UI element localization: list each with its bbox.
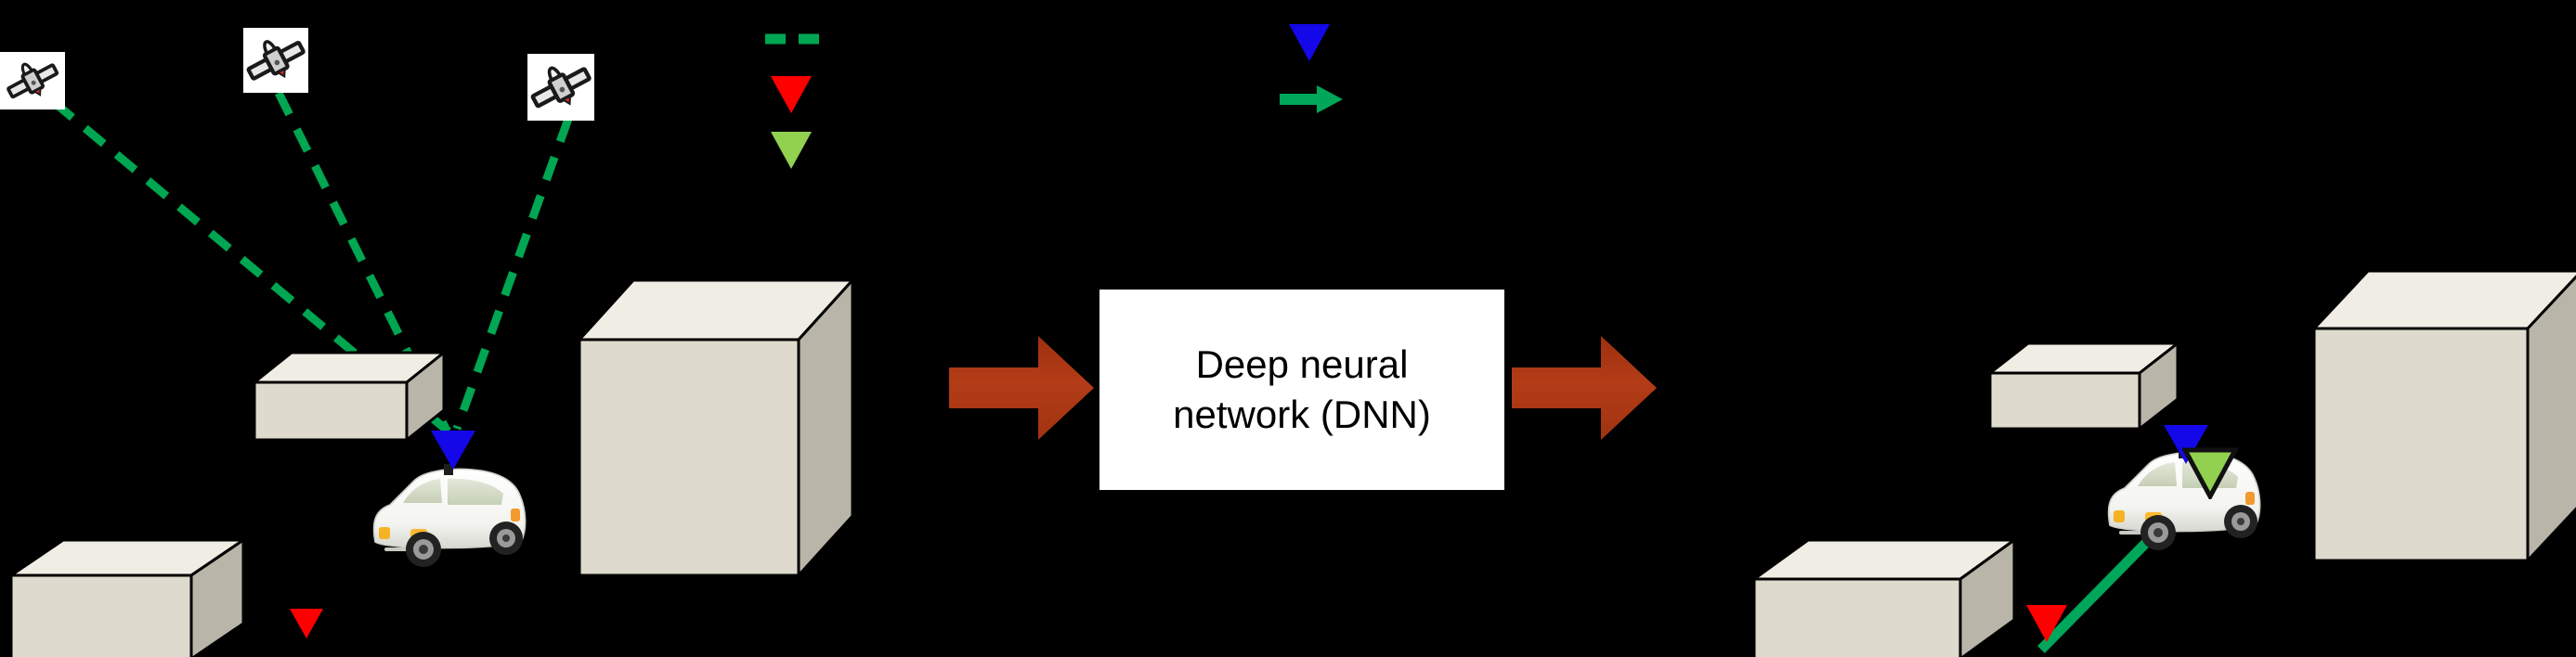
dnn-process-box: Deep neural network (DNN) bbox=[1098, 288, 1506, 492]
building-tall-right-out bbox=[2310, 260, 2576, 585]
marker-red-measured-position-right bbox=[2024, 603, 2069, 649]
building-low-left-out bbox=[1750, 518, 2020, 657]
vehicle-left bbox=[362, 453, 539, 573]
legend-dashed-green-line-icon bbox=[763, 32, 828, 46]
legend-yellowgreen-down-triangle-icon bbox=[769, 130, 813, 171]
satellite-icon-3 bbox=[527, 54, 594, 121]
marker-red-measured-position-left bbox=[288, 607, 325, 645]
marker-yellowgreen-corrected-position-right bbox=[2180, 447, 2240, 504]
arrow-into-dnn bbox=[949, 336, 1094, 440]
legend-blue-down-triangle-icon bbox=[1287, 22, 1332, 63]
legend-green-right-arrow-icon bbox=[1280, 84, 1345, 115]
building-mid-low-out bbox=[1985, 332, 2182, 434]
legend-red-down-triangle-icon bbox=[769, 74, 813, 115]
arrow-out-of-dnn bbox=[1512, 336, 1657, 440]
building-mid-low bbox=[250, 343, 449, 445]
marker-blue-true-position-left bbox=[429, 429, 477, 476]
marker-blue-true-position-right bbox=[2162, 423, 2210, 470]
building-low-left bbox=[7, 520, 251, 657]
building-tall-right bbox=[576, 267, 864, 583]
dnn-label: Deep neural network (DNN) bbox=[1173, 342, 1431, 436]
satellite-icon-1 bbox=[0, 52, 65, 110]
satellite-icon-2 bbox=[243, 28, 308, 93]
